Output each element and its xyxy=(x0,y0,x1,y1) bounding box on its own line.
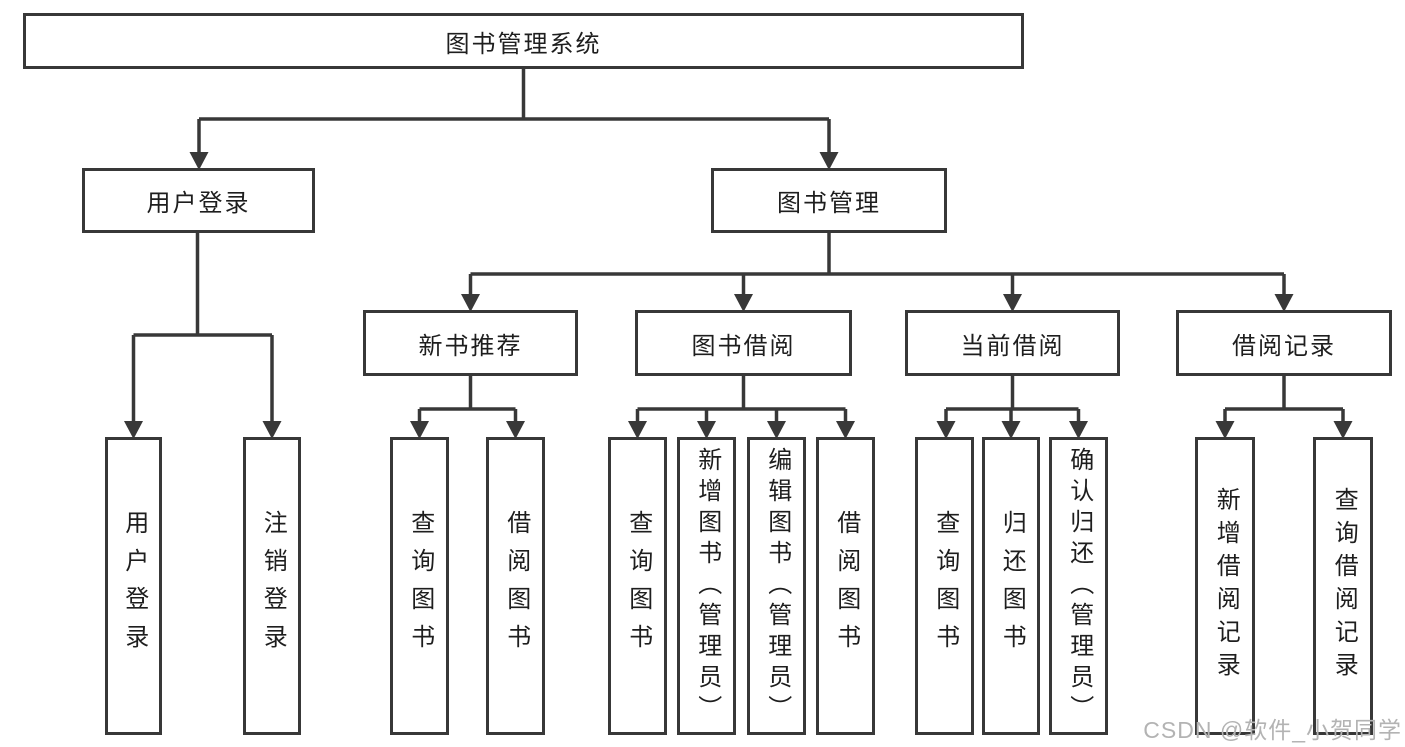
node-book-management-label: 图书管理 xyxy=(777,190,881,217)
leaf-add-books-admin: 新增图书（管理员） xyxy=(677,437,736,735)
leaf-user-login: 用户登录 xyxy=(105,437,162,735)
node-current-borrowing: 当前借阅 xyxy=(905,310,1120,376)
leaf-add-borrow-record: 新增借阅记录 xyxy=(1195,437,1255,735)
leaf-query-books-borrow-label: 查询图书 xyxy=(624,510,652,662)
arrow-borrow-books-recommend xyxy=(506,421,525,439)
leaf-user-login-label: 用户登录 xyxy=(120,510,148,662)
arrow-query-books-current xyxy=(936,421,956,439)
leaf-borrow-books-recommend: 借阅图书 xyxy=(486,437,545,735)
leaf-query-borrow-record-label: 查询借阅记录 xyxy=(1330,487,1358,685)
leaf-query-books-recommend-label: 查询图书 xyxy=(406,510,434,662)
leaf-query-books-current-label: 查询图书 xyxy=(931,510,959,662)
arrow-book-borrow xyxy=(734,294,753,312)
node-user-login-label: 用户登录 xyxy=(146,190,251,217)
node-new-book-recommendation: 新书推荐 xyxy=(363,310,578,376)
leaf-query-books-borrow: 查询图书 xyxy=(608,437,667,735)
arrow-query-borrow-record xyxy=(1333,421,1353,439)
leaf-return-books-label: 归还图书 xyxy=(998,510,1026,662)
leaf-edit-books-admin: 编辑图书（管理员） xyxy=(747,437,806,735)
leaf-borrow-books-label: 借阅图书 xyxy=(832,510,860,662)
arrow-query-books-borrow xyxy=(628,421,647,439)
arrow-new-book xyxy=(461,294,480,312)
node-book-borrowing: 图书借阅 xyxy=(635,310,852,376)
leaf-return-books: 归还图书 xyxy=(982,437,1040,735)
leaf-logout-login-label: 注销登录 xyxy=(259,510,287,662)
node-user-login: 用户登录 xyxy=(82,168,315,233)
arrow-book-management xyxy=(819,152,839,170)
node-borrowing-records-label: 借阅记录 xyxy=(1232,332,1336,360)
arrow-edit-books xyxy=(767,421,786,439)
arrow-confirm-return xyxy=(1069,421,1088,439)
csdn-watermark: CSDN @软件_小贺同学 xyxy=(1143,717,1402,743)
leaf-query-books-recommend: 查询图书 xyxy=(390,437,449,735)
leaf-borrow-books-recommend-label: 借阅图书 xyxy=(502,510,530,662)
arrow-leaf-logout xyxy=(262,421,282,439)
leaf-query-books-current: 查询图书 xyxy=(915,437,974,735)
leaf-confirm-return-admin-label: 确认归还（管理员） xyxy=(1065,446,1093,726)
node-current-borrowing-label: 当前借阅 xyxy=(960,332,1065,360)
arrow-leaf-user-login xyxy=(124,421,143,439)
arrow-add-borrow-record xyxy=(1215,421,1235,439)
arrow-add-books xyxy=(697,421,716,439)
leaf-logout-login: 注销登录 xyxy=(243,437,301,735)
arrow-borrow-records xyxy=(1274,294,1294,312)
leaf-add-books-admin-label: 新增图书（管理员） xyxy=(693,446,721,726)
node-root-label: 图书管理系统 xyxy=(445,30,602,58)
leaf-add-borrow-record-label: 新增借阅记录 xyxy=(1212,487,1240,685)
node-borrowing-records: 借阅记录 xyxy=(1176,310,1392,376)
arrow-borrow-books xyxy=(836,421,855,439)
arrow-current-borrow xyxy=(1003,294,1022,312)
leaf-query-borrow-record: 查询借阅记录 xyxy=(1313,437,1373,735)
node-new-book-recommendation-label: 新书推荐 xyxy=(418,332,523,360)
leaf-edit-books-admin-label: 编辑图书（管理员） xyxy=(763,446,791,726)
arrow-query-books-recommend xyxy=(410,421,429,439)
node-book-management: 图书管理 xyxy=(711,168,947,233)
leaf-confirm-return-admin: 确认归还（管理员） xyxy=(1049,437,1108,735)
arrow-user-login xyxy=(189,152,209,170)
leaf-borrow-books: 借阅图书 xyxy=(816,437,875,735)
node-book-borrowing-label: 图书借阅 xyxy=(691,332,796,360)
arrow-return-books xyxy=(1001,421,1021,439)
node-root: 图书管理系统 xyxy=(23,13,1024,69)
